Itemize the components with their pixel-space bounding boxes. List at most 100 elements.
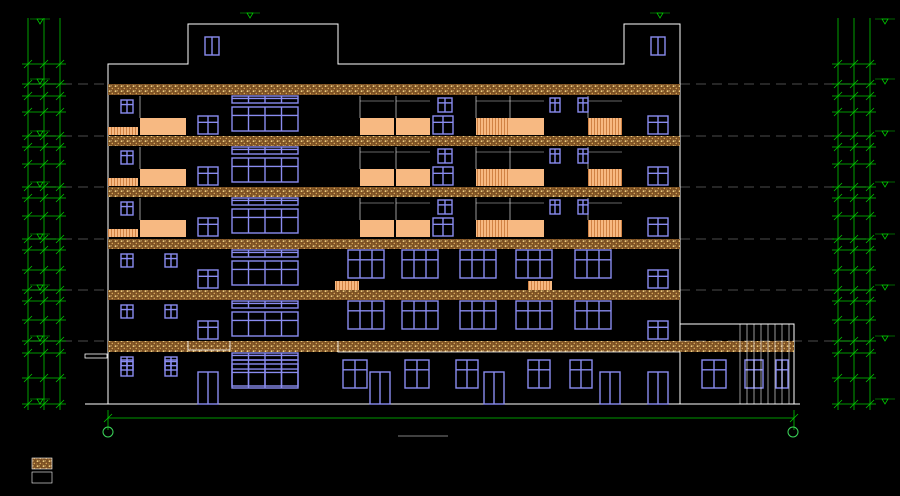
window-icon <box>231 95 299 104</box>
window-icon <box>197 166 219 186</box>
window-icon <box>120 359 134 377</box>
window-icon <box>231 359 299 387</box>
window-icon <box>577 148 589 164</box>
window-icon <box>432 217 454 237</box>
level-marker-icon <box>650 12 670 19</box>
window-icon <box>647 320 669 340</box>
window-icon <box>231 300 299 309</box>
window-icon <box>231 146 299 155</box>
balcony-icon <box>395 96 430 135</box>
balcony-icon <box>509 147 544 186</box>
level-marker-icon <box>30 181 50 188</box>
window-icon <box>647 269 669 289</box>
balcony-icon <box>475 147 510 186</box>
window-icon <box>459 300 497 330</box>
window-icon <box>120 304 134 319</box>
window-icon <box>401 300 439 330</box>
window-icon <box>120 99 134 114</box>
balcony-icon <box>395 147 430 186</box>
window-icon <box>569 359 593 389</box>
window-icon <box>577 97 589 113</box>
bottom-dimension <box>103 410 799 430</box>
window-icon <box>347 300 385 330</box>
floor-lines <box>30 83 870 342</box>
level-marker-icon <box>875 181 895 188</box>
level-marker-icon <box>30 284 50 291</box>
window-icon <box>577 199 589 215</box>
level-marker-icon <box>875 284 895 291</box>
window-icon <box>515 300 553 330</box>
window-icon <box>120 253 134 268</box>
windows <box>120 95 789 389</box>
level-marker-icon <box>30 233 50 240</box>
window-icon <box>120 201 134 216</box>
level-marker-icon <box>30 335 50 342</box>
level-marker-icon <box>875 18 895 25</box>
window-icon <box>197 320 219 340</box>
window-icon <box>574 300 612 330</box>
balcony-icon <box>587 198 622 237</box>
roof-windows <box>204 36 666 56</box>
window-icon <box>164 359 178 377</box>
level-marker-icon <box>30 130 50 137</box>
level-marker-icon <box>30 398 50 405</box>
balcony-icon <box>509 198 544 237</box>
balcony-icon <box>475 198 510 237</box>
balcony-icon <box>359 96 394 135</box>
axis-bubble-icon <box>102 426 114 438</box>
right-dimension-strip <box>832 18 876 410</box>
window-icon <box>647 217 669 237</box>
window-icon <box>549 97 561 113</box>
axis-bubble-icon <box>787 426 799 438</box>
window-icon <box>459 249 497 279</box>
window-icon <box>164 304 178 319</box>
left-dimension-strip <box>22 18 66 410</box>
stone-bands <box>108 84 794 352</box>
window-icon <box>527 359 551 389</box>
window-icon <box>515 249 553 279</box>
level-marker-icon <box>875 398 895 405</box>
window-icon <box>432 115 454 135</box>
window-icon <box>231 106 299 132</box>
balcony-icon <box>587 96 622 135</box>
annex-slats <box>739 324 790 404</box>
window-icon <box>164 253 178 268</box>
level-marker-icon <box>30 18 50 25</box>
window-icon <box>549 199 561 215</box>
balcony-icon <box>395 198 430 237</box>
balcony-icon <box>108 198 186 237</box>
window-icon <box>197 269 219 289</box>
window-icon <box>231 260 299 286</box>
balcony-icon <box>587 147 622 186</box>
level-marker-icon <box>875 233 895 240</box>
window-icon <box>231 157 299 183</box>
balcony-icon <box>475 96 510 135</box>
balcony-icon <box>335 281 359 290</box>
balcony-icon <box>359 198 394 237</box>
balcony-icon <box>108 96 186 135</box>
window-icon <box>701 359 727 389</box>
window-icon <box>401 249 439 279</box>
window-icon <box>437 199 453 215</box>
window-icon <box>574 249 612 279</box>
balcony-icon <box>528 281 552 290</box>
level-marker-icon <box>240 12 260 19</box>
legend-swatch-plain <box>31 471 53 484</box>
balcony-icon <box>359 147 394 186</box>
window-icon <box>432 166 454 186</box>
balcony-icon <box>509 96 544 135</box>
window-icon <box>437 148 453 164</box>
legend-swatch-stone <box>31 457 53 470</box>
balcony-icon <box>108 147 186 186</box>
window-icon <box>549 148 561 164</box>
ground-details <box>84 341 680 359</box>
window-icon <box>647 115 669 135</box>
window-icon <box>404 359 430 389</box>
legend <box>31 457 53 484</box>
window-icon <box>231 311 299 337</box>
window-icon <box>647 166 669 186</box>
level-marker-icon <box>30 78 50 85</box>
window-icon <box>231 197 299 206</box>
window-icon <box>120 150 134 165</box>
